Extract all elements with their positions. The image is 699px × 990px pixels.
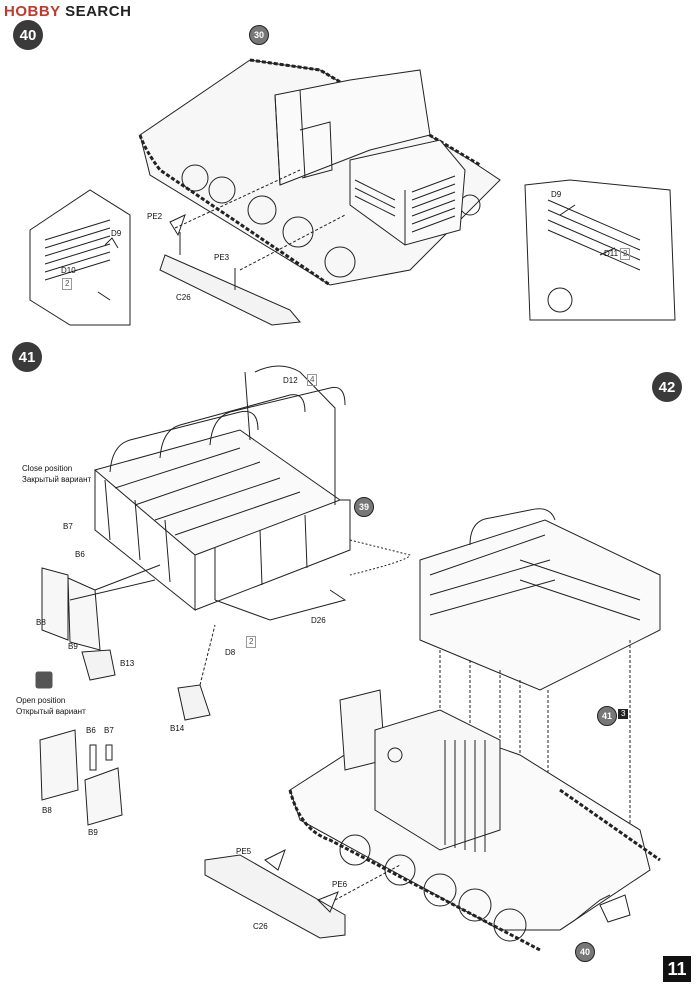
- part-d12-label: D12: [283, 376, 298, 385]
- step-41-badge: 41: [12, 342, 42, 372]
- part-c26-step42-label: C26: [253, 922, 268, 931]
- part-pe5-label: PE5: [236, 847, 252, 856]
- open-position-en: Open position: [16, 696, 66, 705]
- close-position-ru: Закрытый вариант: [22, 475, 92, 484]
- ref-41-qty: 3: [618, 709, 629, 719]
- inset-right-d9-label: D9: [551, 190, 562, 199]
- part-b8-label: B8: [36, 618, 46, 627]
- ref-39-circle: 39: [354, 497, 374, 517]
- logo-brand: HOBBY: [4, 3, 61, 20]
- step-40-badge: 40: [13, 20, 43, 50]
- inset-left-d9-label: D9: [111, 229, 122, 238]
- part-d26-label: D26: [311, 616, 326, 625]
- part-pe3-label: PE3: [214, 253, 230, 262]
- part-b7-label: B7: [63, 522, 73, 531]
- part-b13-label: B13: [120, 659, 135, 668]
- open-part-b8-label: B8: [42, 806, 52, 815]
- close-position-en: Close position: [22, 464, 73, 473]
- step-42-badge: 42: [652, 372, 682, 402]
- ref-40-circle: 40: [575, 942, 595, 962]
- inset-right-d11-label: D11: [604, 249, 619, 258]
- open-part-b9-label: B9: [88, 828, 98, 837]
- ref-41-circle: 41: [597, 706, 617, 726]
- part-d12-qty: 4: [307, 374, 318, 386]
- close-position-caption: Close position Закрытый вариант: [22, 463, 91, 485]
- part-d8-label: D8: [225, 648, 236, 657]
- open-position-ru: Открытый вариант: [16, 707, 86, 716]
- inset-left-qty: 2: [62, 278, 73, 290]
- hobbysearch-logo: HOBBY SEARCH: [4, 3, 131, 20]
- logo-search: SEARCH: [65, 3, 132, 20]
- part-b6-label: B6: [75, 550, 85, 559]
- ref-30-circle: 30: [249, 25, 269, 45]
- part-pe6-label: PE6: [332, 880, 348, 889]
- part-b9-label: B9: [68, 642, 78, 651]
- part-d8-qty: 2: [246, 636, 257, 648]
- open-position-caption: Open position Открытый вариант: [16, 695, 86, 717]
- inset-left-d10-label: D10: [61, 266, 76, 275]
- open-part-b6-label: B6: [86, 726, 96, 735]
- part-b14-label: B14: [170, 724, 185, 733]
- part-pe2-label: PE2: [147, 212, 163, 221]
- page-number: 11: [663, 956, 691, 982]
- part-c26-label: C26: [176, 293, 191, 302]
- open-part-b7-label: B7: [104, 726, 114, 735]
- inset-right-qty: 2: [620, 248, 631, 260]
